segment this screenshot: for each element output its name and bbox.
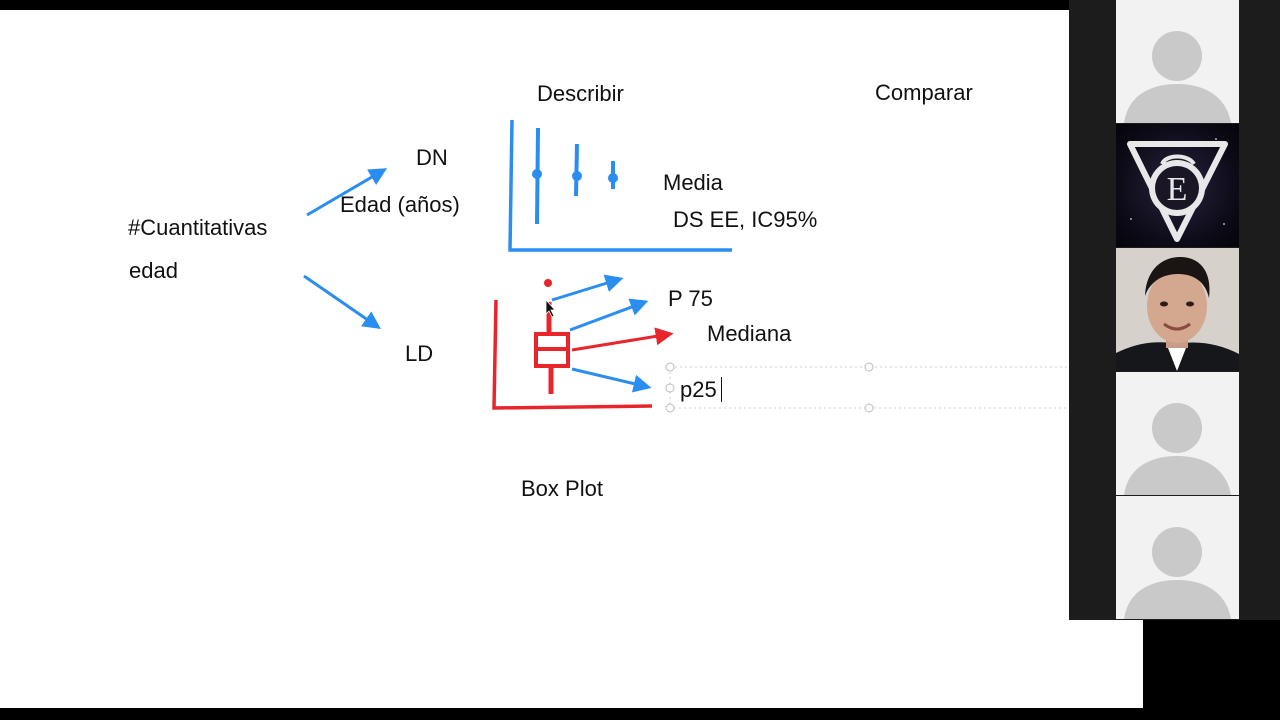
participant-tile-4[interactable] bbox=[1116, 372, 1239, 495]
presentation-slide bbox=[0, 10, 1143, 708]
mouse-cursor-icon bbox=[545, 298, 556, 318]
measure-p25[interactable]: p25 bbox=[680, 377, 717, 402]
arrow-to-outlier bbox=[551, 274, 624, 302]
arrow-to-p25 bbox=[571, 367, 652, 393]
text-caret bbox=[721, 377, 722, 402]
logo-emblem: E bbox=[1127, 138, 1228, 242]
participant-tile-1[interactable] bbox=[1116, 0, 1239, 123]
measure-median: Mediana bbox=[707, 321, 792, 346]
category-title: #Cuantitativas bbox=[128, 215, 268, 240]
plot-name: Box Plot bbox=[521, 476, 603, 501]
user-avatar-icon bbox=[1124, 527, 1231, 619]
boxplot-sketch bbox=[492, 279, 653, 410]
category-variable: edad bbox=[129, 258, 178, 283]
user-avatar-icon bbox=[1124, 31, 1231, 123]
participant-tile-5[interactable] bbox=[1116, 496, 1239, 619]
measure-p75: P 75 bbox=[668, 286, 713, 311]
normal-branch-variable: Edad (años) bbox=[340, 192, 460, 217]
svg-text:E: E bbox=[1167, 171, 1188, 208]
arrow-to-dn bbox=[306, 168, 388, 217]
participant-tile-2[interactable]: E bbox=[1116, 124, 1239, 247]
nonnormal-branch-label: LD bbox=[405, 341, 434, 366]
arrow-to-median bbox=[571, 327, 674, 352]
annotation-drawing bbox=[303, 119, 1071, 413]
user-avatar-icon bbox=[1124, 403, 1231, 495]
arrow-to-p75 bbox=[569, 298, 649, 332]
measure-mean: Media bbox=[663, 170, 723, 195]
participant-camera-feed bbox=[1116, 248, 1239, 371]
mean-ci-sketch bbox=[508, 119, 732, 252]
arrow-to-ld bbox=[303, 274, 381, 330]
normal-branch-label: DN bbox=[416, 145, 448, 170]
header-compare: Comparar bbox=[875, 80, 973, 105]
header-describe: Describir bbox=[537, 81, 624, 106]
measure-dispersion: DS EE, IC95% bbox=[673, 207, 818, 232]
textbox-selection[interactable] bbox=[665, 362, 1071, 413]
participant-tile-3[interactable] bbox=[1116, 248, 1239, 371]
